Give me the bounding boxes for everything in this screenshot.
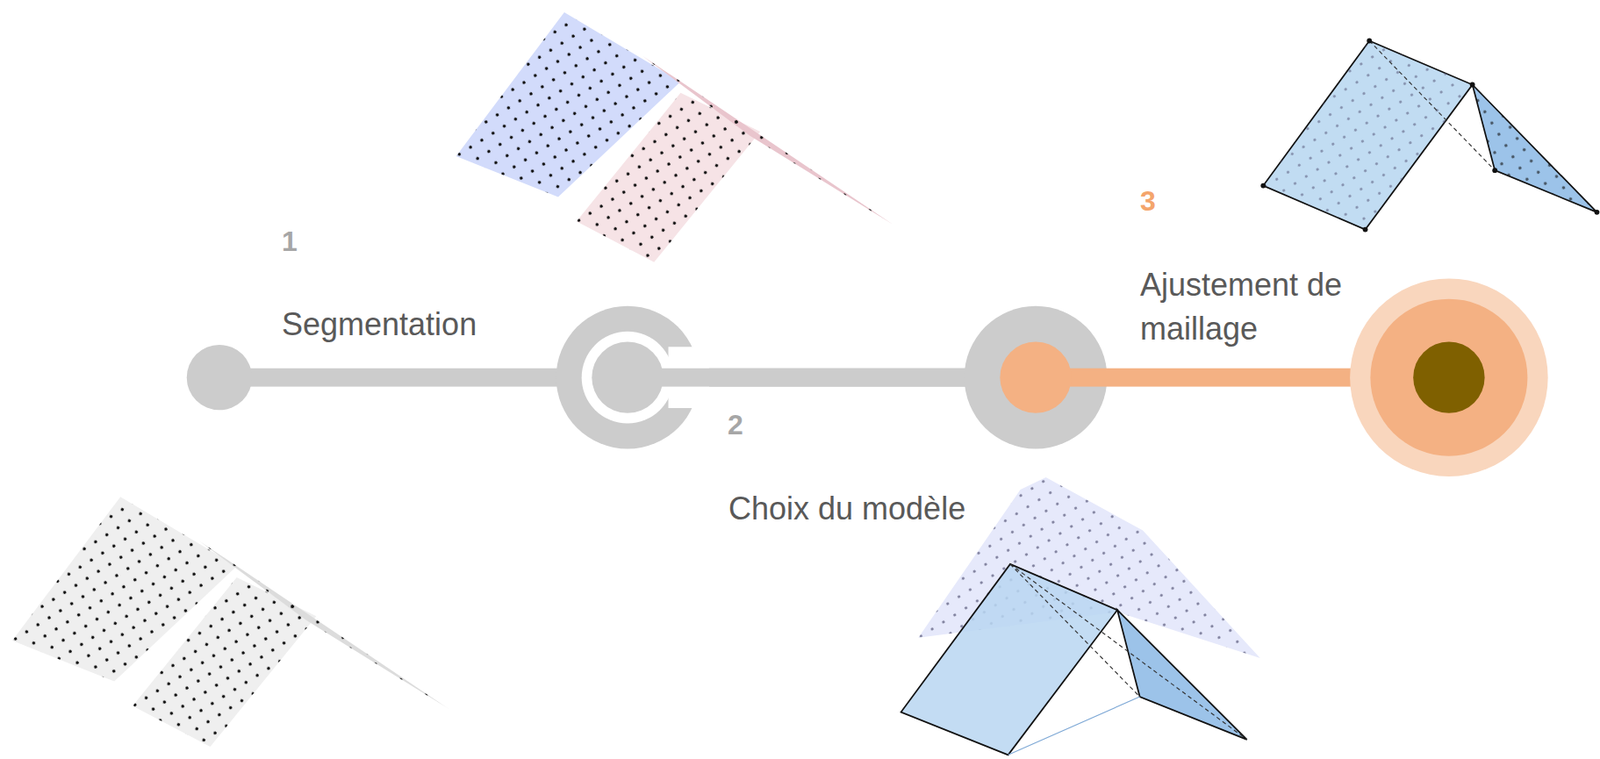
step-number-box: 2 [727,408,781,442]
step-dot-active [999,341,1071,413]
fitted-mesh [1260,38,1600,233]
cloud-points [199,540,450,710]
mesh-vertex [1594,209,1600,216]
mesh-points [1262,41,1472,230]
hidden-edge [1010,564,1248,740]
step-title: Choix du modèle [728,490,966,527]
mesh-vertex [1470,82,1476,88]
current-halo [1349,278,1549,477]
mesh-face [1472,84,1598,212]
step-title-box: Choix du modèle [728,489,992,528]
step-number: 1 [281,225,298,258]
step-title-box: Segmentation [281,305,546,344]
step-title: Segmentation [281,306,477,343]
step-number-box: 1 [281,224,335,259]
current-ring [1370,299,1528,457]
mesh-face [1262,41,1472,230]
step-title: Ajustement de maillage [1140,266,1342,347]
start-dot [186,344,252,410]
hidden-edge [1369,41,1495,172]
mesh-points [1472,84,1598,212]
step-number-box: 3 [1140,184,1193,218]
current-dot [1413,341,1485,413]
model-edge [1008,696,1141,755]
step-title-box: Ajustement de maillage [1140,263,1395,352]
timeline-bar [219,368,1036,388]
point-cloud [12,496,450,747]
step-number: 3 [1140,185,1156,217]
mesh-vertex [1260,183,1266,189]
mesh-vertex [1363,227,1369,233]
mesh-vertex [1492,167,1498,173]
hidden-edge [1010,564,1141,697]
model-face [901,564,1118,755]
cloud-points [642,56,893,225]
step-number: 2 [727,408,744,441]
model-face [1117,609,1248,740]
mesh-vertex [1366,38,1372,44]
segmented-cloud [456,12,894,263]
